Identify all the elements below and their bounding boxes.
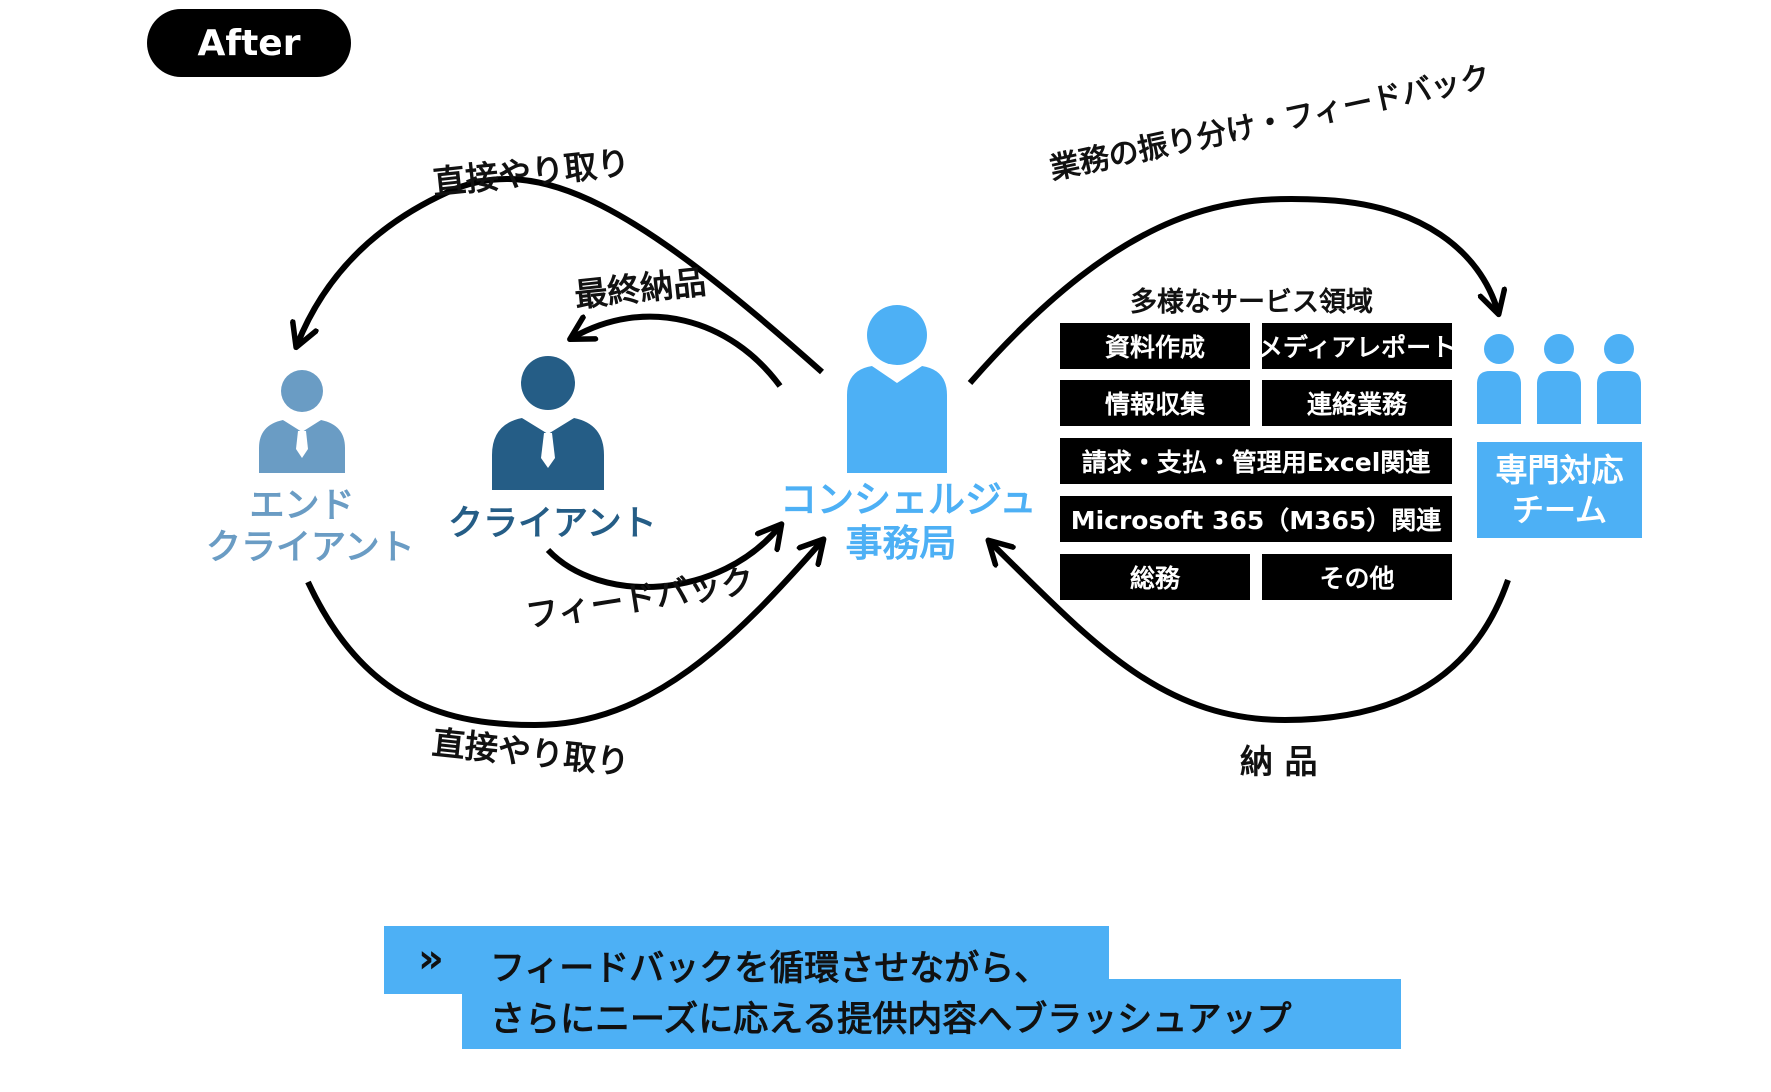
services-title: 多様なサービス領域: [1130, 287, 1373, 318]
client-label: クライアント: [448, 504, 657, 544]
arrow-direct-bottom: [305, 541, 822, 729]
team-people-icon: [1477, 334, 1641, 424]
service-item: 情報収集: [1060, 380, 1250, 426]
service-item: メディアレポート: [1258, 323, 1456, 369]
arrow-direct-top: [297, 176, 824, 375]
concierge-label: コンシェルジュ 事務局: [780, 478, 1037, 566]
service-item: Microsoft 365（M365）関連: [1060, 496, 1452, 542]
team-label-line2: チーム: [1511, 491, 1608, 529]
end-client-label: エンド クライアント: [206, 485, 415, 569]
summary-line1: フィードバックを循環させながら、: [490, 949, 1050, 989]
end-client-label-line2: クライアント: [206, 528, 415, 568]
arrow-delivery: [990, 542, 1511, 724]
service-item: 請求・支払・管理用Excel関連: [1060, 438, 1452, 484]
service-item: 総務: [1060, 554, 1250, 600]
service-item: 資料作成: [1060, 323, 1250, 369]
team-label-line1: 専門対応: [1495, 451, 1624, 489]
after-badge: After: [147, 9, 351, 77]
team-label-box: 専門対応 チーム: [1477, 442, 1642, 538]
chevron-right-icon: »: [418, 936, 444, 982]
arrow-final-delivery: [572, 313, 783, 388]
end-client-person-icon: [259, 370, 345, 473]
end-client-label-line1: エンド: [249, 486, 355, 526]
concierge-person-icon: [847, 305, 947, 473]
arrow-feedback: [545, 526, 780, 590]
concierge-label-line2: 事務局: [845, 522, 957, 565]
service-item: その他: [1262, 554, 1452, 600]
summary-line2: さらにニーズに応える提供内容へブラッシュアップ: [490, 1000, 1292, 1040]
service-item: 連絡業務: [1262, 380, 1452, 426]
concierge-label-line1: コンシェルジュ: [780, 478, 1037, 521]
summary-banner-bottom: [462, 979, 1401, 1049]
arrow-assign-feedback: [967, 195, 1498, 385]
label-delivery: 納 品: [1240, 742, 1318, 781]
client-person-icon: [492, 356, 604, 490]
